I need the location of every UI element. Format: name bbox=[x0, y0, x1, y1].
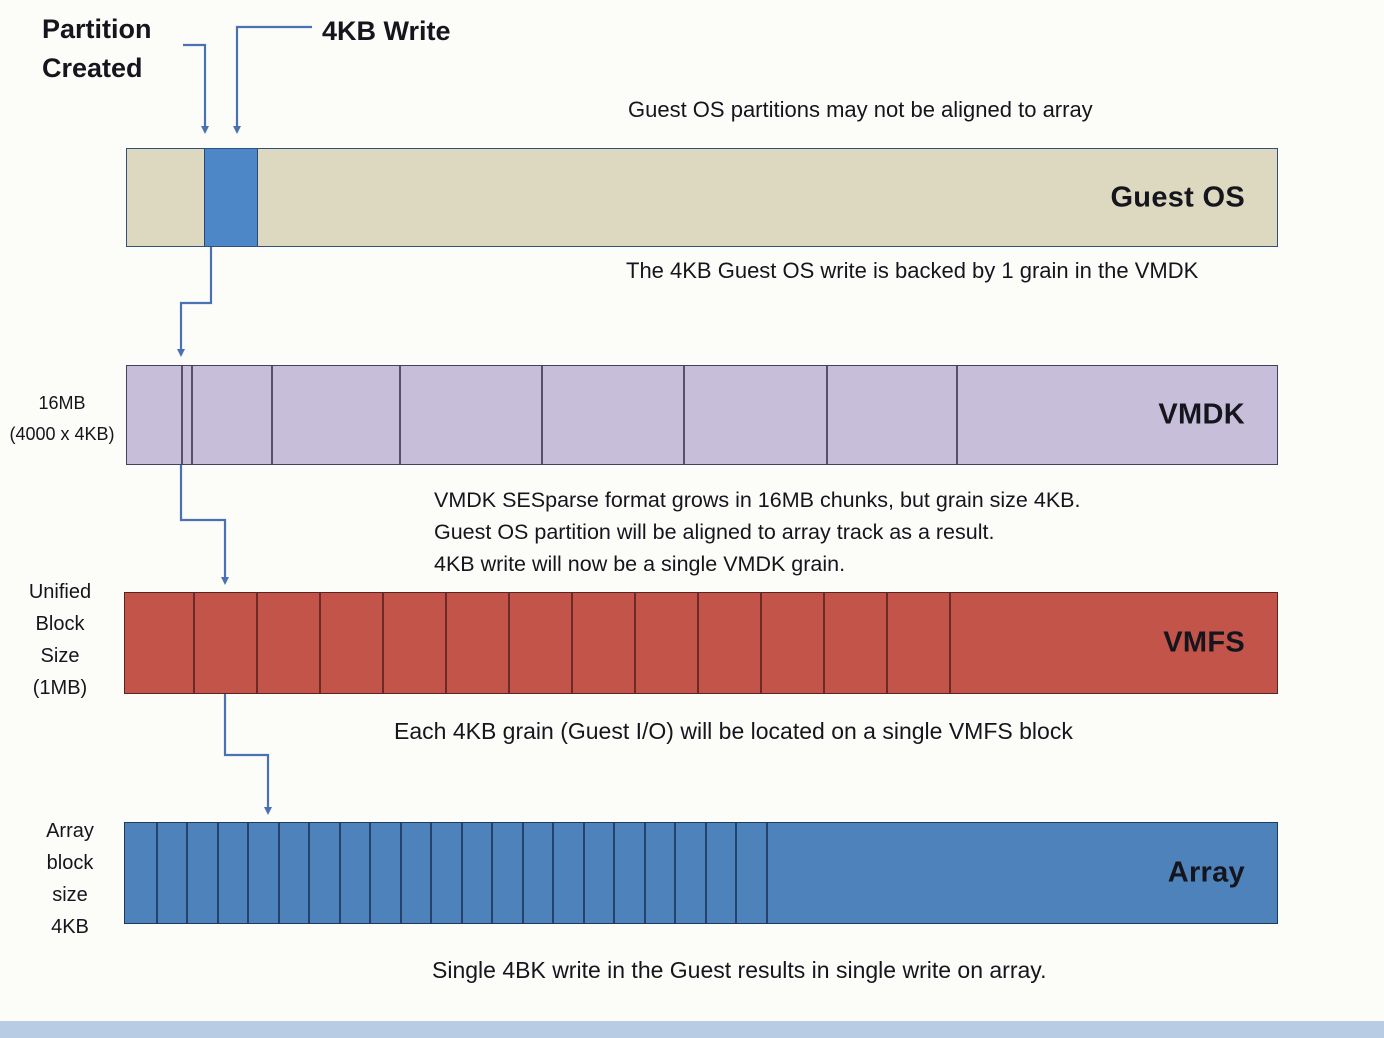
bar-segment-divider bbox=[644, 823, 646, 923]
caption-grain-backed: The 4KB Guest OS write is backed by 1 gr… bbox=[626, 258, 1199, 283]
vmfs-side-label-line4: (1MB) bbox=[32, 677, 88, 699]
bar-segment-divider bbox=[247, 823, 249, 923]
vmfs-side-label-line3: Size bbox=[40, 645, 80, 667]
partition-created-arrow bbox=[183, 43, 209, 134]
write-arrow bbox=[233, 25, 312, 134]
bar-segment-divider bbox=[308, 823, 310, 923]
bar-segment-divider bbox=[319, 593, 321, 693]
bar-segment-divider bbox=[613, 823, 615, 923]
bar-segment-divider bbox=[705, 823, 707, 923]
vmfs-to-array-arrow bbox=[223, 694, 272, 815]
guest-os-bar-label: Guest OS bbox=[1110, 181, 1245, 213]
guest-write-segment bbox=[204, 149, 258, 246]
bar-segment-divider bbox=[191, 366, 193, 464]
vmfs-bar-label: VMFS bbox=[1163, 626, 1245, 659]
bar-segment-divider bbox=[634, 593, 636, 693]
bar-segment-divider bbox=[491, 823, 493, 923]
bar-segment-divider bbox=[186, 823, 188, 923]
bar-segment-divider bbox=[399, 366, 401, 464]
partition-created-line2: Created bbox=[42, 53, 143, 84]
bottom-accent-strip bbox=[0, 1021, 1384, 1038]
caption-array-write: Single 4BK write in the Guest results in… bbox=[432, 957, 1047, 983]
bar-segment-divider bbox=[522, 823, 524, 923]
bar-segment-divider bbox=[697, 593, 699, 693]
bar-segment-divider bbox=[541, 366, 543, 464]
vmdk-side-label-line1: 16MB bbox=[38, 393, 86, 413]
bar-segment-divider bbox=[217, 823, 219, 923]
vmfs-bar: VMFS bbox=[124, 592, 1278, 694]
caption-vmdk-grow-line3: 4KB write will now be a single VMDK grai… bbox=[434, 552, 846, 576]
bar-segment-divider bbox=[156, 823, 158, 923]
caption-vmdk-grow-line1: VMDK SESparse format grows in 16MB chunk… bbox=[434, 488, 1081, 512]
vmdk-bar-label: VMDK bbox=[1158, 398, 1245, 431]
bar-segment-divider bbox=[826, 366, 828, 464]
bar-segment-divider bbox=[760, 593, 762, 693]
bar-segment-divider bbox=[956, 366, 958, 464]
vmfs-side-label: Unified Block Size (1MB) bbox=[0, 576, 120, 704]
vmdk-to-vmfs-arrow bbox=[179, 465, 229, 585]
bar-segment-divider bbox=[823, 593, 825, 693]
bar-segment-divider bbox=[552, 823, 554, 923]
bar-segment-divider bbox=[256, 593, 258, 693]
vmfs-side-label-line1: Unified bbox=[28, 581, 92, 603]
array-side-label-line4: 4KB bbox=[51, 916, 89, 938]
bar-segment-divider bbox=[339, 823, 341, 923]
bar-segment-divider bbox=[278, 823, 280, 923]
bar-segment-divider bbox=[193, 593, 195, 693]
write-label: 4KB Write bbox=[322, 16, 451, 46]
bar-segment-divider bbox=[445, 593, 447, 693]
bar-segment-divider bbox=[508, 593, 510, 693]
caption-vmdk-grow: VMDK SESparse format grows in 16MB chunk… bbox=[434, 484, 1080, 580]
bar-segment-divider bbox=[949, 593, 951, 693]
array-side-label: Array block size 4KB bbox=[10, 815, 130, 943]
bar-segment-divider bbox=[461, 823, 463, 923]
array-bar-label: Array bbox=[1167, 856, 1245, 889]
caption-vmdk-grow-line2: Guest OS partition will be aligned to ar… bbox=[434, 520, 995, 544]
bar-segment-divider bbox=[766, 823, 768, 923]
vmdk-bar: VMDK bbox=[126, 365, 1278, 465]
array-side-label-line3: size bbox=[52, 884, 88, 906]
bar-segment-divider bbox=[181, 366, 183, 464]
guestos-to-vmdk-arrow bbox=[177, 247, 213, 357]
partition-created-label: Partition Created bbox=[42, 10, 152, 88]
bar-segment-divider bbox=[683, 366, 685, 464]
bar-segment-divider bbox=[735, 823, 737, 923]
partition-created-line1: Partition bbox=[42, 14, 152, 44]
bar-segment-divider bbox=[571, 593, 573, 693]
vmdk-side-label: 16MB (4000 x 4KB) bbox=[0, 388, 124, 450]
guest-os-bar: Guest OS bbox=[126, 148, 1278, 247]
bar-segment-divider bbox=[674, 823, 676, 923]
bar-segment-divider bbox=[271, 366, 273, 464]
bar-segment-divider bbox=[583, 823, 585, 923]
bar-segment-divider bbox=[369, 823, 371, 923]
bar-segment-divider bbox=[382, 593, 384, 693]
vmfs-side-label-line2: Block bbox=[35, 613, 85, 635]
array-side-label-line1: Array bbox=[46, 820, 94, 842]
caption-guest-alignment: Guest OS partitions may not be aligned t… bbox=[628, 97, 1093, 122]
bar-segment-divider bbox=[430, 823, 432, 923]
array-side-label-line2: block bbox=[46, 852, 94, 874]
bar-segment-divider bbox=[400, 823, 402, 923]
vmdk-side-label-line2: (4000 x 4KB) bbox=[9, 424, 115, 444]
caption-vmfs-block: Each 4KB grain (Guest I/O) will be locat… bbox=[394, 718, 1073, 744]
bar-segment-divider bbox=[886, 593, 888, 693]
array-bar: Array bbox=[124, 822, 1278, 924]
